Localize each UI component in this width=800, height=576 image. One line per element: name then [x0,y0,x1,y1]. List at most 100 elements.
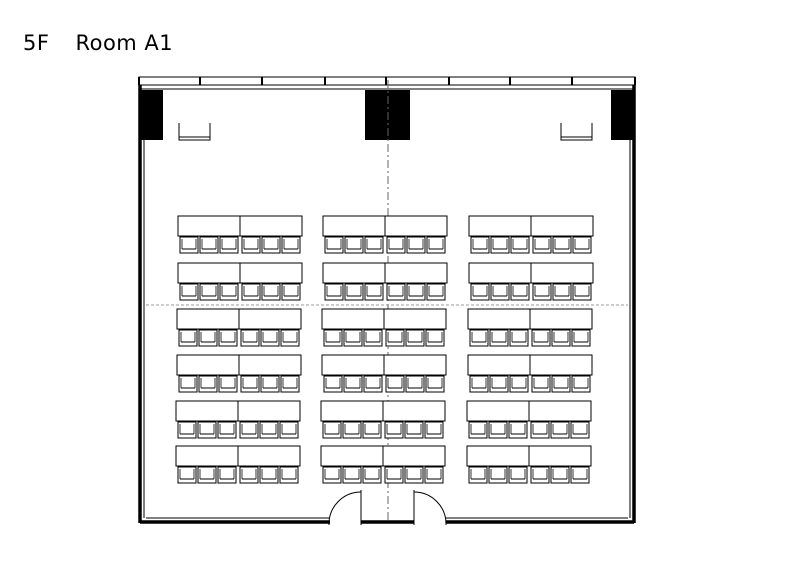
chair [280,375,300,393]
chair [240,375,260,393]
chair [197,421,217,439]
table [238,354,302,376]
chair [363,375,383,393]
chair [322,421,342,439]
chair [424,466,444,484]
table-block [320,445,446,484]
door-left[interactable] [328,490,362,526]
table [321,354,385,376]
chair [177,421,197,439]
chair [405,329,425,347]
table [175,445,239,467]
chair [280,329,300,347]
table [528,400,592,422]
chair [260,375,280,393]
chair [384,421,404,439]
table [528,445,592,467]
table-block [321,354,447,393]
chair [218,329,238,347]
chair [178,375,198,393]
column-left [139,90,163,140]
chair [490,283,510,301]
chair [510,283,530,301]
chair [424,421,444,439]
chair [281,283,301,301]
table-block [468,215,594,254]
chair [552,283,572,301]
table-block [175,445,301,484]
chair [261,283,281,301]
chair [342,466,362,484]
table [530,262,594,284]
projector-screen-right [560,123,593,141]
chair [259,421,279,439]
table-block [177,262,303,301]
table-block [322,262,448,301]
table-block [177,215,303,254]
chair [530,466,550,484]
chair [342,421,362,439]
chair [217,421,237,439]
projector-screen-left [178,123,211,141]
chair [406,236,426,254]
chair [550,421,570,439]
chair [469,329,489,347]
table [322,262,386,284]
table [468,262,532,284]
table-block [320,400,446,439]
chair [550,466,570,484]
chair [362,421,382,439]
table [320,445,384,467]
chair [385,329,405,347]
chair [572,236,592,254]
chair [425,329,445,347]
chair [179,236,199,254]
chair [197,466,217,484]
chair [218,375,238,393]
chair [552,236,572,254]
chair [198,329,218,347]
chair [531,329,551,347]
table [466,400,530,422]
table [176,354,240,376]
chair [259,466,279,484]
chair [343,375,363,393]
chair [344,283,364,301]
chair [488,466,508,484]
chair [323,375,343,393]
chair [241,236,261,254]
table [467,308,531,330]
door-right[interactable] [413,490,447,526]
chair [551,329,571,347]
table [321,308,385,330]
table-block [467,354,593,393]
table-block [321,308,447,347]
chair [385,375,405,393]
chair [530,421,550,439]
table [530,215,594,237]
chair [470,283,490,301]
chair [343,329,363,347]
table [177,262,241,284]
chair [571,329,591,347]
table-block [466,445,592,484]
table [383,354,447,376]
table-block [176,308,302,347]
table [466,445,530,467]
chair [531,375,551,393]
chair [426,283,446,301]
chair [468,466,488,484]
chair [490,236,510,254]
chair [217,466,237,484]
table [382,445,446,467]
room-name: Room A1 [75,31,174,55]
chair [281,236,301,254]
chair [532,236,552,254]
table [237,445,301,467]
chair [489,329,509,347]
chair [386,283,406,301]
chair [363,329,383,347]
chair [384,466,404,484]
chair [364,283,384,301]
